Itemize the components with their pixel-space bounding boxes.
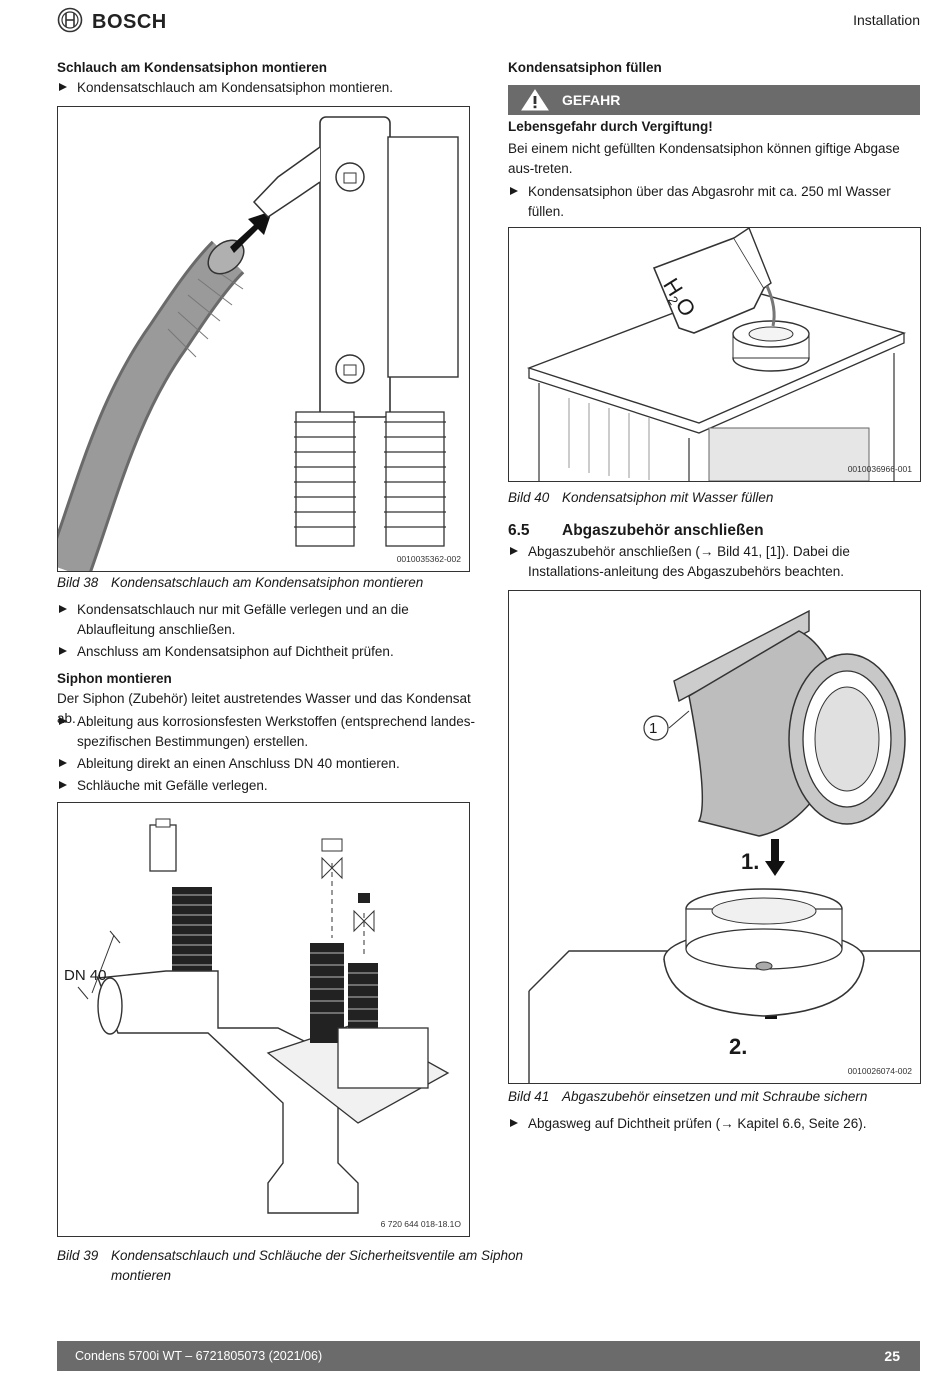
bosch-logo-icon — [57, 7, 83, 33]
left-list-2: Kondensatschlauch nur mit Gefälle verleg… — [57, 600, 477, 664]
callout-1: 1 — [649, 720, 658, 737]
right-heading-1: Kondensatsiphon füllen — [508, 60, 662, 75]
danger-text: Bei einem nicht gefüllten Kondensatsipho… — [508, 141, 900, 176]
caption-number: Bild 39 — [57, 1248, 99, 1263]
section-number: 6.5 — [508, 522, 530, 539]
figure-40: H2O 0010036966-001 — [508, 227, 921, 482]
caption-number: Bild 41 — [508, 1089, 550, 1104]
figure-40-caption: Bild 40 Kondensatsiphon mit Wasser füllen — [508, 488, 920, 508]
siphon-hose-illustration — [58, 116, 459, 571]
list-item: Kondensatschlauch am Kondensatsiphon mon… — [57, 78, 467, 98]
siphon-dn40-illustration — [77, 818, 450, 1214]
list-item: Schläuche mit Gefälle verlegen. — [57, 776, 477, 796]
list-item: Abgaszubehör anschließen (→ Bild 41, [1]… — [508, 542, 924, 582]
figure-code: 0010035362-002 — [396, 554, 461, 565]
header-section: Installation — [853, 12, 920, 28]
step-1-label: 1. — [741, 849, 760, 874]
left-heading-2: Siphon montieren — [57, 671, 172, 686]
right-list-3: Abgasweg auf Dichtheit prüfen (→ Kapitel… — [508, 1114, 924, 1136]
caption-text: Kondensatschlauch und Schläuche der Sich… — [111, 1248, 524, 1283]
page-header: BOSCH Installation — [57, 6, 920, 36]
figure-code: 0010026074-002 — [847, 1066, 912, 1077]
danger-title: Lebensgefahr durch Vergiftung! — [508, 119, 713, 134]
dn40-label: DN 40 — [64, 967, 107, 984]
page-number: 25 — [884, 1347, 900, 1364]
brand-name: BOSCH — [92, 11, 167, 33]
list-item: Ableitung direkt an einen Anschluss DN 4… — [57, 754, 477, 774]
caption-text: Abgaszubehör einsetzen und mit Schraube … — [562, 1089, 868, 1104]
list-item: Anschluss am Kondensatsiphon auf Dichthe… — [57, 642, 477, 662]
section-heading: 6.5 Abgaszubehör anschließen — [508, 520, 764, 543]
left-list-3: Ableitung aus korrosionsfesten Werkstoff… — [57, 712, 477, 798]
figure-39-caption: Bild 39 Kondensatschlauch und Schläuche d… — [57, 1246, 531, 1286]
left-heading-1: Schlauch am Kondensatsiphon montieren — [57, 60, 328, 75]
caption-text: Kondensatschlauch am Kondensatsiphon mon… — [111, 575, 424, 590]
flue-accessory-illustration — [528, 609, 920, 1083]
warning-triangle-icon — [521, 89, 549, 111]
figure-39: DN 40 6 720 644 018-18.1O — [57, 802, 470, 1237]
caption-text: Kondensatsiphon mit Wasser füllen — [562, 490, 774, 505]
right-list-1: Kondensatsiphon über das Abgasrohr mit c… — [508, 182, 928, 224]
figure-code: 0010036966-001 — [847, 464, 912, 475]
figure-41-caption: Bild 41 Abgaszubehör einsetzen und mit Sc… — [508, 1087, 920, 1107]
list-item: Ableitung aus korrosionsfesten Werkstoff… — [57, 712, 477, 752]
figure-38: 0010035362-002 — [57, 106, 470, 572]
caption-number: Bild 40 — [508, 490, 550, 505]
caption-number: Bild 38 — [57, 575, 99, 590]
step-2-label: 2. — [729, 1034, 748, 1059]
right-list-2: Abgaszubehör anschließen (→ Bild 41, [1]… — [508, 542, 924, 584]
footer-document: Condens 5700i WT – 6721805073 (2021/06) — [75, 1348, 323, 1363]
figure-38-caption: Bild 38 Kondensatschlauch am Kondensatsip… — [57, 573, 467, 593]
danger-banner: GEFAHR — [508, 85, 920, 115]
page-footer: Condens 5700i WT – 6721805073 (2021/06) … — [57, 1341, 920, 1371]
fill-siphon-illustration — [526, 228, 907, 481]
list-item: Kondensatschlauch nur mit Gefälle verleg… — [57, 600, 477, 640]
danger-label: GEFAHR — [562, 91, 621, 108]
list-item: Abgasweg auf Dichtheit prüfen (→ Kapitel… — [508, 1114, 924, 1134]
list-item: Kondensatsiphon über das Abgasrohr mit c… — [508, 182, 928, 222]
figure-code: 6 720 644 018-18.1O — [380, 1219, 461, 1230]
left-list-1: Kondensatschlauch am Kondensatsiphon mon… — [57, 78, 467, 100]
figure-41: 1 1. 2. 0010026074-002 — [508, 590, 921, 1084]
section-title: Abgaszubehör anschließen — [562, 522, 764, 539]
